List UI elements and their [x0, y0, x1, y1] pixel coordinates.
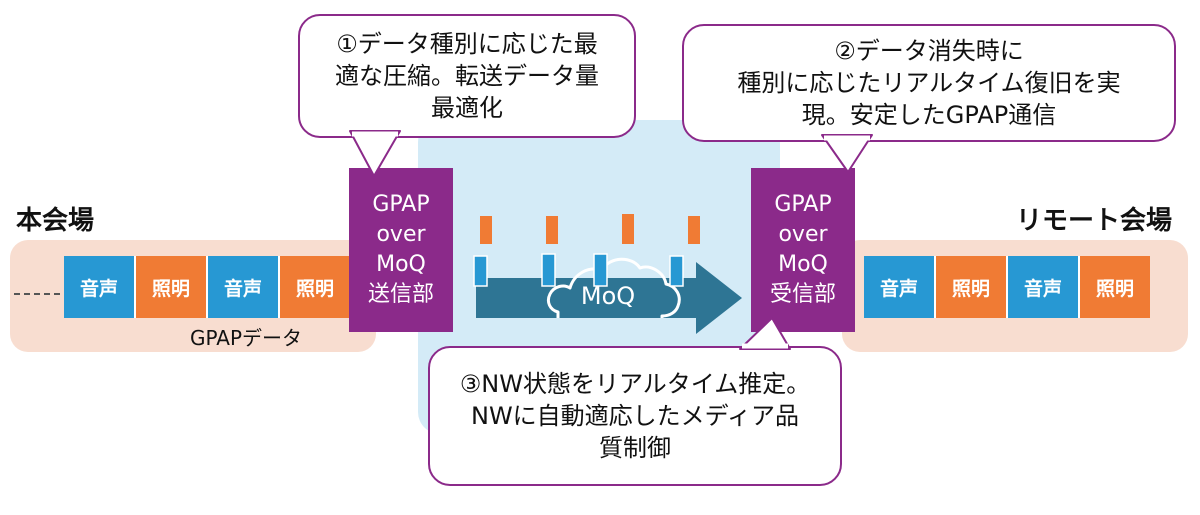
- transit-packet-mark: [473, 255, 488, 287]
- sender-unit: GPAP over MoQ 送信部: [349, 168, 453, 332]
- moq-flow-graphic: [473, 214, 742, 334]
- callout-line: 質制御: [599, 434, 671, 462]
- receiver-unit-line: over: [778, 222, 828, 247]
- transit-packet-mark: [541, 253, 556, 287]
- right-packet-stream: 音声 照明 音声 照明: [864, 256, 1150, 318]
- main-venue-label: 本会場: [16, 206, 95, 236]
- left-packet-stream: 音声 照明 音声 照明: [64, 256, 350, 318]
- loss-packet-marks: [480, 214, 700, 244]
- lighting-packet: 照明: [934, 256, 1006, 318]
- lost-packet-mark: [546, 216, 558, 244]
- transit-packet-mark: [669, 255, 684, 287]
- sender-unit-line: MoQ: [376, 252, 426, 277]
- callout-line: 現。安定したGPAP通信: [801, 101, 1057, 129]
- remote-venue-label: リモート会場: [1016, 206, 1173, 236]
- callout-line: 最適化: [431, 94, 503, 122]
- receiver-unit: GPAP over MoQ 受信部: [751, 168, 855, 332]
- receiver-unit-line: 受信部: [769, 282, 836, 307]
- cloud-icon: [546, 257, 681, 318]
- callout-line: 種別に応じたリアルタイム復旧を実: [737, 69, 1121, 97]
- audio-packet: 音声: [206, 256, 278, 318]
- receiver-unit-line: MoQ: [778, 252, 828, 277]
- callout-line: ①データ種別に応じた最: [336, 30, 598, 58]
- callout-line: ②データ消失時に: [834, 37, 1024, 65]
- lighting-packet: 照明: [1078, 256, 1150, 318]
- lost-packet-mark: [480, 216, 492, 244]
- callout-line: ③NW状態をリアルタイム推定。: [459, 370, 811, 398]
- stream-continuation-dash: [14, 293, 60, 295]
- gpap-data-label: GPAPデータ: [190, 326, 303, 350]
- lighting-packet: 照明: [134, 256, 206, 318]
- moq-cloud-label: MoQ: [580, 282, 636, 310]
- transit-packet-marks: [473, 253, 684, 287]
- audio-packet: 音声: [64, 256, 134, 318]
- audio-packet: 音声: [1006, 256, 1078, 318]
- lost-packet-mark: [622, 214, 634, 244]
- sender-unit-line: over: [376, 222, 426, 247]
- sender-unit-line: GPAP: [372, 192, 430, 217]
- sender-unit-line: 送信部: [367, 282, 434, 307]
- callout-recovery: ②データ消失時に 種別に応じたリアルタイム復旧を実 現。安定したGPAP通信: [682, 24, 1176, 142]
- receiver-unit-line: GPAP: [774, 192, 832, 217]
- lost-packet-mark: [688, 216, 700, 244]
- audio-packet: 音声: [864, 256, 934, 318]
- callout-line: NWに自動適応したメディア品: [470, 402, 799, 430]
- lighting-packet: 照明: [278, 256, 350, 318]
- callout-line: 適な圧縮。転送データ量: [335, 62, 599, 90]
- callout-compression: ①データ種別に応じた最 適な圧縮。転送データ量 最適化: [298, 14, 636, 138]
- callout-network-adaptation: ③NW状態をリアルタイム推定。 NWに自動適応したメディア品 質制御: [428, 346, 842, 486]
- transit-packet-mark: [593, 253, 608, 287]
